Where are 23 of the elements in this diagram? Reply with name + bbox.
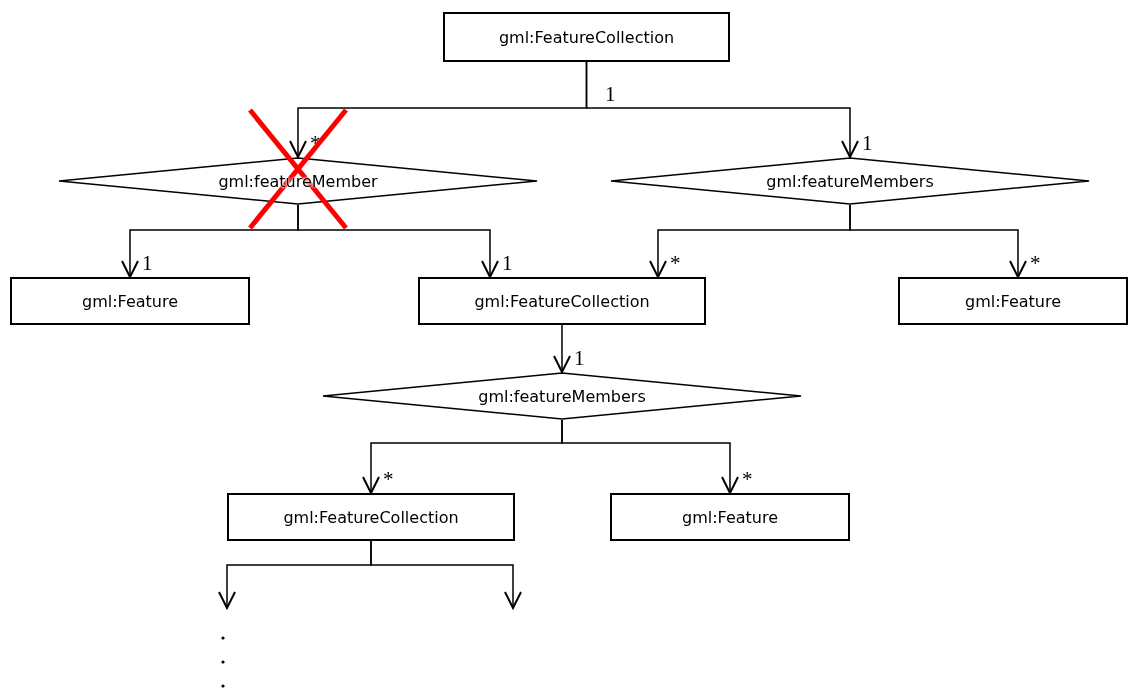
node-label: gml:featureMembers <box>766 171 934 191</box>
arrow <box>849 204 1027 278</box>
node-label: gml:featureMembers <box>478 386 646 406</box>
node-label: gml:Feature <box>681 507 778 527</box>
class-box <box>610 493 850 541</box>
class-box <box>443 12 730 62</box>
arrow <box>561 419 739 494</box>
diamond-node <box>322 372 802 420</box>
arrow <box>297 204 499 278</box>
arrow <box>370 540 522 609</box>
class-box <box>227 493 515 541</box>
node-label: gml:FeatureCollection <box>498 27 675 47</box>
node-label: gml:Feature <box>964 291 1061 311</box>
class-box <box>418 277 706 325</box>
class-box <box>10 277 250 325</box>
diamond-node <box>58 157 538 205</box>
arrow <box>553 324 571 373</box>
node-label: gml:Feature <box>81 291 178 311</box>
node-label: gml:FeatureCollection <box>474 291 650 311</box>
arrow <box>585 61 859 158</box>
node-label: gml:FeatureCollection <box>283 507 459 527</box>
class-box <box>898 277 1128 325</box>
diamond-node <box>610 157 1090 205</box>
